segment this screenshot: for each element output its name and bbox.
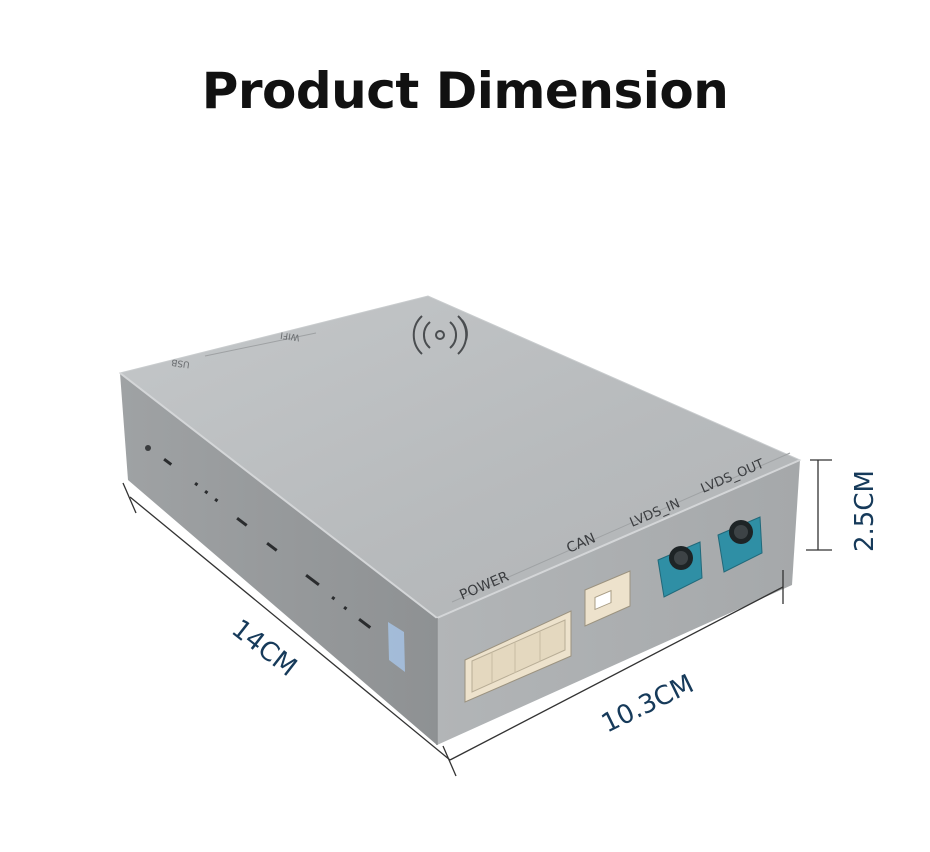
page-title: Product Dimension	[201, 62, 729, 120]
lvds-out-connector	[717, 516, 763, 573]
top-label-line	[204, 332, 317, 357]
width-dimension-line	[449, 570, 784, 761]
nfc-wireless-icon	[412, 315, 468, 355]
lvds-in-connector	[657, 541, 703, 598]
screw	[145, 445, 151, 451]
front-fold-line	[451, 452, 791, 603]
power-port	[464, 610, 572, 703]
height-dimension-line	[806, 459, 832, 551]
length-dimension-line	[122, 482, 457, 777]
box-left-face	[120, 373, 437, 745]
sticker-tab	[388, 622, 405, 672]
can-port	[584, 570, 631, 627]
hdmi-box	[118, 295, 802, 745]
length-label: 14CM	[226, 614, 303, 683]
usb-label: USB	[171, 356, 191, 368]
wifi-label: WIFI	[280, 329, 301, 342]
side-vents	[145, 445, 372, 629]
width-label: 10.3CM	[597, 669, 699, 739]
height-label: 2.5CM	[850, 470, 880, 552]
